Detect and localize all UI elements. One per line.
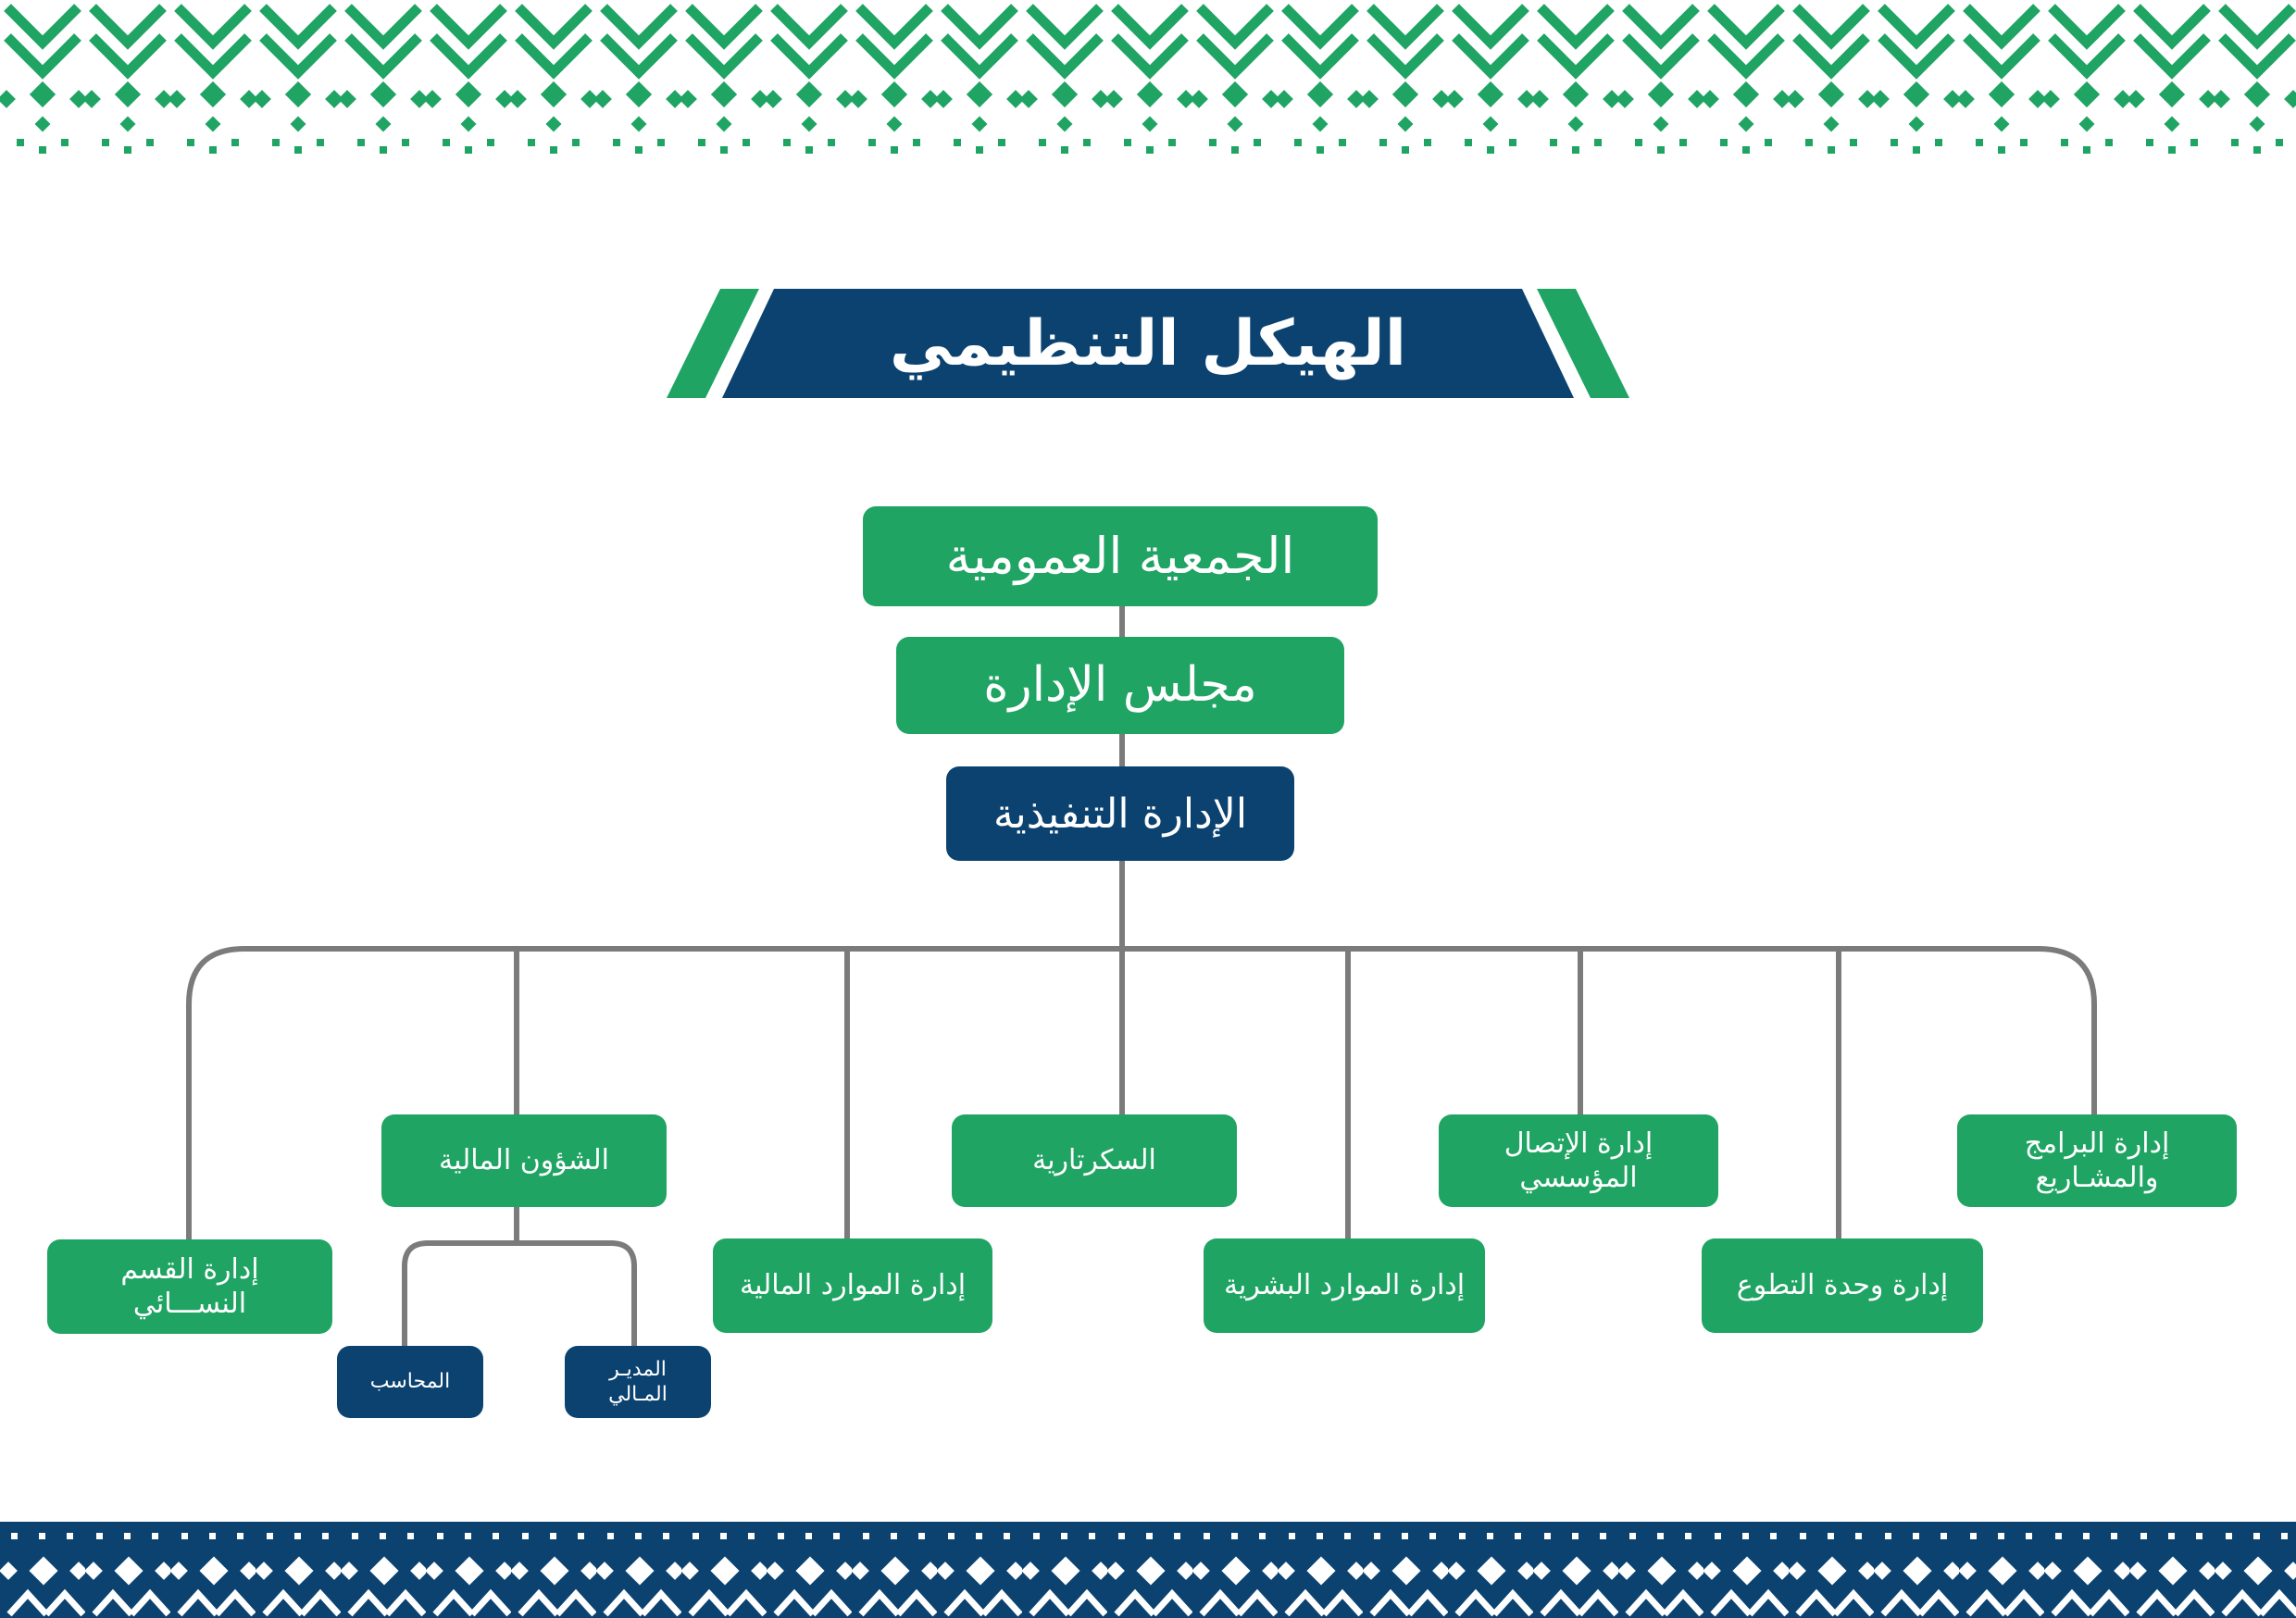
page-title: الهيكل التنظيمي bbox=[889, 306, 1407, 380]
programs-projects-box: إدارة البرامج والمشـاريع bbox=[1957, 1114, 2237, 1207]
women-section-box: إدارة القسم النســـائي bbox=[47, 1239, 332, 1334]
top-pattern-border bbox=[0, 0, 2296, 162]
corporate-communication-box: إدارة الإتصال المؤسسي bbox=[1439, 1114, 1718, 1207]
secretariat-box: السكرتارية bbox=[952, 1114, 1237, 1207]
board-box: مجلس الإدارة bbox=[896, 637, 1344, 734]
volunteering-unit-box: إدارة وحدة التطوع bbox=[1702, 1238, 1983, 1333]
title-banner bbox=[667, 289, 1629, 398]
executive-management-box: الإدارة التنفيذية bbox=[946, 766, 1294, 861]
human-resources-box: إدارة الموارد البشرية bbox=[1204, 1238, 1485, 1333]
bottom-pattern-border bbox=[0, 1522, 2296, 1618]
financial-resources-box: إدارة الموارد المالية bbox=[713, 1238, 992, 1333]
financial-manager-box: المديـر المـالي bbox=[565, 1346, 711, 1418]
accountant-box: المحاسب bbox=[337, 1346, 483, 1418]
financial-affairs-box: الشؤون المالية bbox=[381, 1114, 667, 1207]
general-assembly-box: الجمعية العمومية bbox=[863, 506, 1378, 606]
